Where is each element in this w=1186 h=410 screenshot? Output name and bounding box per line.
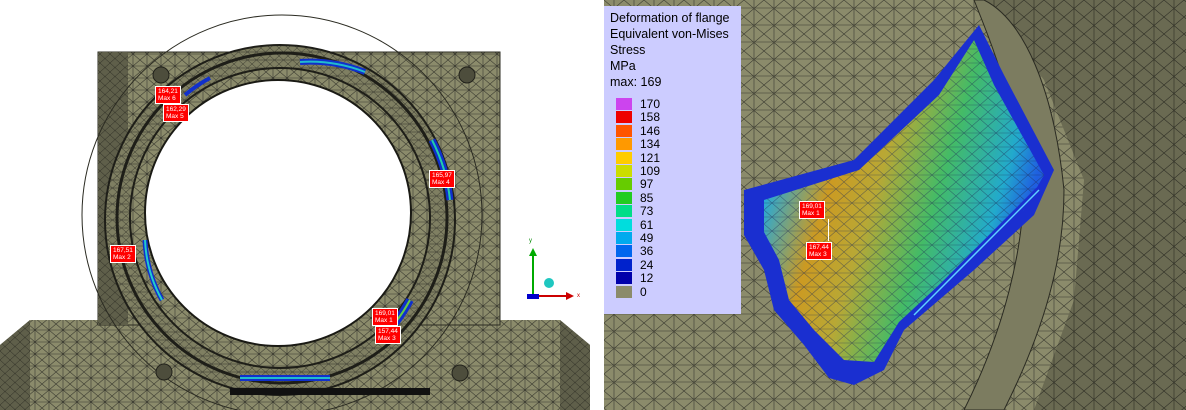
legend-swatch [616,98,632,110]
max-tag-rank: Max 1 [802,210,820,217]
max-tag-value: 164,21 [158,88,178,95]
max-tag-value: 167,51 [113,247,133,254]
max-tag-6[interactable]: 164,21 Max 6 [155,86,181,104]
legend-swatch [616,165,632,177]
legend-value: 73 [640,204,654,219]
legend-title-line1: Deformation of flange [610,11,730,25]
max-tag-rank: Max 5 [166,113,184,120]
legend-value: 121 [640,150,661,165]
legend-swatch [616,218,632,231]
legend-title-line3: Stress [610,43,646,57]
legend-value: 170 [640,97,661,111]
max-tag-rank: Max 6 [158,95,176,102]
legend-swatch [616,232,632,244]
stress-legend: Deformation of flange Equivalent von-Mis… [604,6,741,314]
legend-value: 36 [640,244,654,259]
max-tag-value: 169,01 [802,203,822,210]
max-tag-5[interactable]: 162,29 Max 5 [163,104,189,122]
housing-model [0,14,590,410]
max-tag-rank: Max 2 [113,254,131,261]
legend-swatch [616,138,632,151]
legend-value: 0 [640,284,647,299]
tag-leader-line [828,219,829,241]
max-tag-2[interactable]: 167,51 Max 2 [110,245,136,263]
legend-value: 61 [640,217,654,232]
legend-value: 97 [640,177,654,192]
legend-value: 146 [640,123,661,138]
legend-swatch [616,285,632,298]
legend-value: 24 [640,257,654,272]
legend-swatch [616,151,632,164]
legend-swatch [616,205,632,218]
max-tag-rank: Max 1 [375,317,393,324]
legend-value: 49 [640,231,654,245]
legend-swatch [616,111,632,124]
max-tag-value: 167,44 [809,244,829,251]
max-tag-1[interactable]: 169,01 Max 1 [372,308,398,326]
axis-x-label: x [577,293,580,299]
max-tag-rank: Max 3 [809,251,827,258]
legend-value: 85 [640,190,654,205]
max-tag-rank: Max 3 [378,335,396,342]
max-tag-value: 162,29 [166,106,186,113]
legend-swatch [616,124,632,137]
max-tag-value: 165,97 [432,172,452,179]
max-tag-rank: Max 4 [432,179,450,186]
legend-value: 158 [640,110,661,125]
legend-value: 12 [640,271,654,286]
max-tag-value: 157,44 [378,328,398,335]
zoom-max-tag-3[interactable]: 167,44 Max 3 [806,242,832,260]
max-tag-value: 169,01 [375,310,395,317]
legend-swatch [616,191,632,204]
legend-swatch [616,245,632,258]
legend-value: 134 [640,137,661,152]
legend-swatch [616,178,632,191]
legend-max: max: 169 [610,75,662,89]
zoom-max-tag-1[interactable]: 169,01 Max 1 [799,201,825,219]
legend-swatch [616,272,632,285]
legend-unit: MPa [610,59,636,73]
left-viewport-housing[interactable]: y x 164,21 Max 6 162,29 Max 5 165,97 Max… [0,0,590,410]
legend-value: 109 [640,164,661,178]
max-tag-3[interactable]: 157,44 Max 3 [375,326,401,344]
legend-swatch [616,258,632,271]
axis-triad [527,248,574,300]
max-tag-4[interactable]: 165,97 Max 4 [429,170,455,188]
axis-y-label: y [529,238,532,244]
legend-title-line2: Equivalent von-Mises [610,27,729,41]
